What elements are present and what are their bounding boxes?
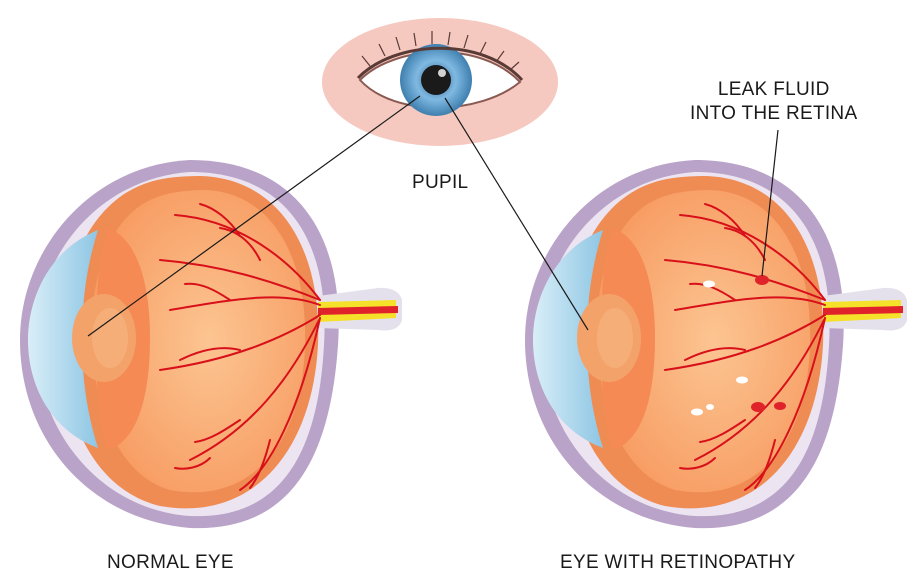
leak-fluid-label: LEAK FLUID INTO THE RETINA: [690, 78, 857, 126]
normal-eye-label: NORMAL EYE: [107, 552, 234, 574]
normal-eye-illustration: [20, 160, 402, 528]
retinopathy-eye-illustration: [525, 160, 907, 528]
hemorrhage-spot: [751, 402, 765, 412]
leak-fluid-label-line2: INTO THE RETINA: [690, 102, 857, 126]
hemorrhage-spot: [774, 402, 786, 410]
retinopathy-eye-label: EYE WITH RETINOPATHY: [560, 552, 795, 574]
pupil-label: PUPIL: [412, 172, 468, 194]
exudate-spot: [703, 281, 715, 288]
leak-fluid-label-line1: LEAK FLUID: [690, 78, 857, 102]
pupil-eye-illustration: [322, 18, 558, 146]
pupil-pointer-line-right: [445, 98, 588, 330]
hemorrhage-spot: [755, 275, 769, 285]
exudate-spot: [706, 404, 714, 410]
exudate-spot: [691, 409, 703, 416]
pupil-icon: [421, 65, 451, 95]
exudate-spot: [736, 377, 748, 384]
